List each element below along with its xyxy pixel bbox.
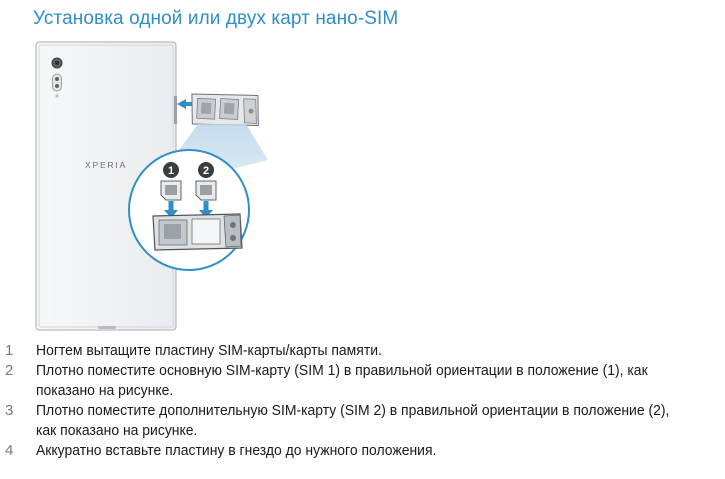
magnified-sim-tray-icon xyxy=(152,213,243,251)
step-number: 3 xyxy=(5,402,14,419)
step-number: 1 xyxy=(5,342,14,359)
instruction-list: 1 Ногтем вытащите пластину SIM-карты/кар… xyxy=(0,341,725,461)
step-text: Плотно поместите основную SIM-карту (SIM… xyxy=(36,362,648,399)
list-item: 2 Плотно поместите основную SIM-карту (S… xyxy=(0,361,725,401)
pull-arrow-icon xyxy=(177,99,192,109)
sim-card-1-icon xyxy=(160,180,182,201)
sim-card-2-icon xyxy=(195,180,217,201)
callout-1-badge: 1 xyxy=(163,162,179,178)
list-item: 4 Аккуратно вставьте пластину в гнездо д… xyxy=(0,441,725,461)
step-text: Аккуратно вставьте пластину в гнездо до … xyxy=(36,442,437,459)
insert-arrow-2-icon xyxy=(199,201,213,218)
phone-brand-label: XPERIA xyxy=(85,160,127,170)
step-number: 2 xyxy=(5,362,14,379)
step-text: Плотно поместите дополнительную SIM-карт… xyxy=(36,402,670,439)
callout-1-label: 1 xyxy=(168,165,174,177)
callout-2-label: 2 xyxy=(203,165,209,177)
list-item: 1 Ногтем вытащите пластину SIM-карты/кар… xyxy=(0,341,725,361)
insert-arrow-1-icon xyxy=(164,201,178,218)
page-title: Установка одной или двух карт нано-SIM xyxy=(33,8,399,29)
step-number: 4 xyxy=(5,442,14,459)
step-text: Ногтем вытащите пластину SIM-карты/карты… xyxy=(36,342,382,359)
list-item: 3 Плотно поместите дополнительную SIM-ка… xyxy=(0,401,725,441)
sim-tray-icon xyxy=(191,93,259,127)
sim-install-illustration: XPERIA 1 2 xyxy=(35,41,268,331)
camera-icon xyxy=(51,57,63,98)
callout-2-badge: 2 xyxy=(198,162,214,178)
zoom-circle xyxy=(128,149,250,271)
